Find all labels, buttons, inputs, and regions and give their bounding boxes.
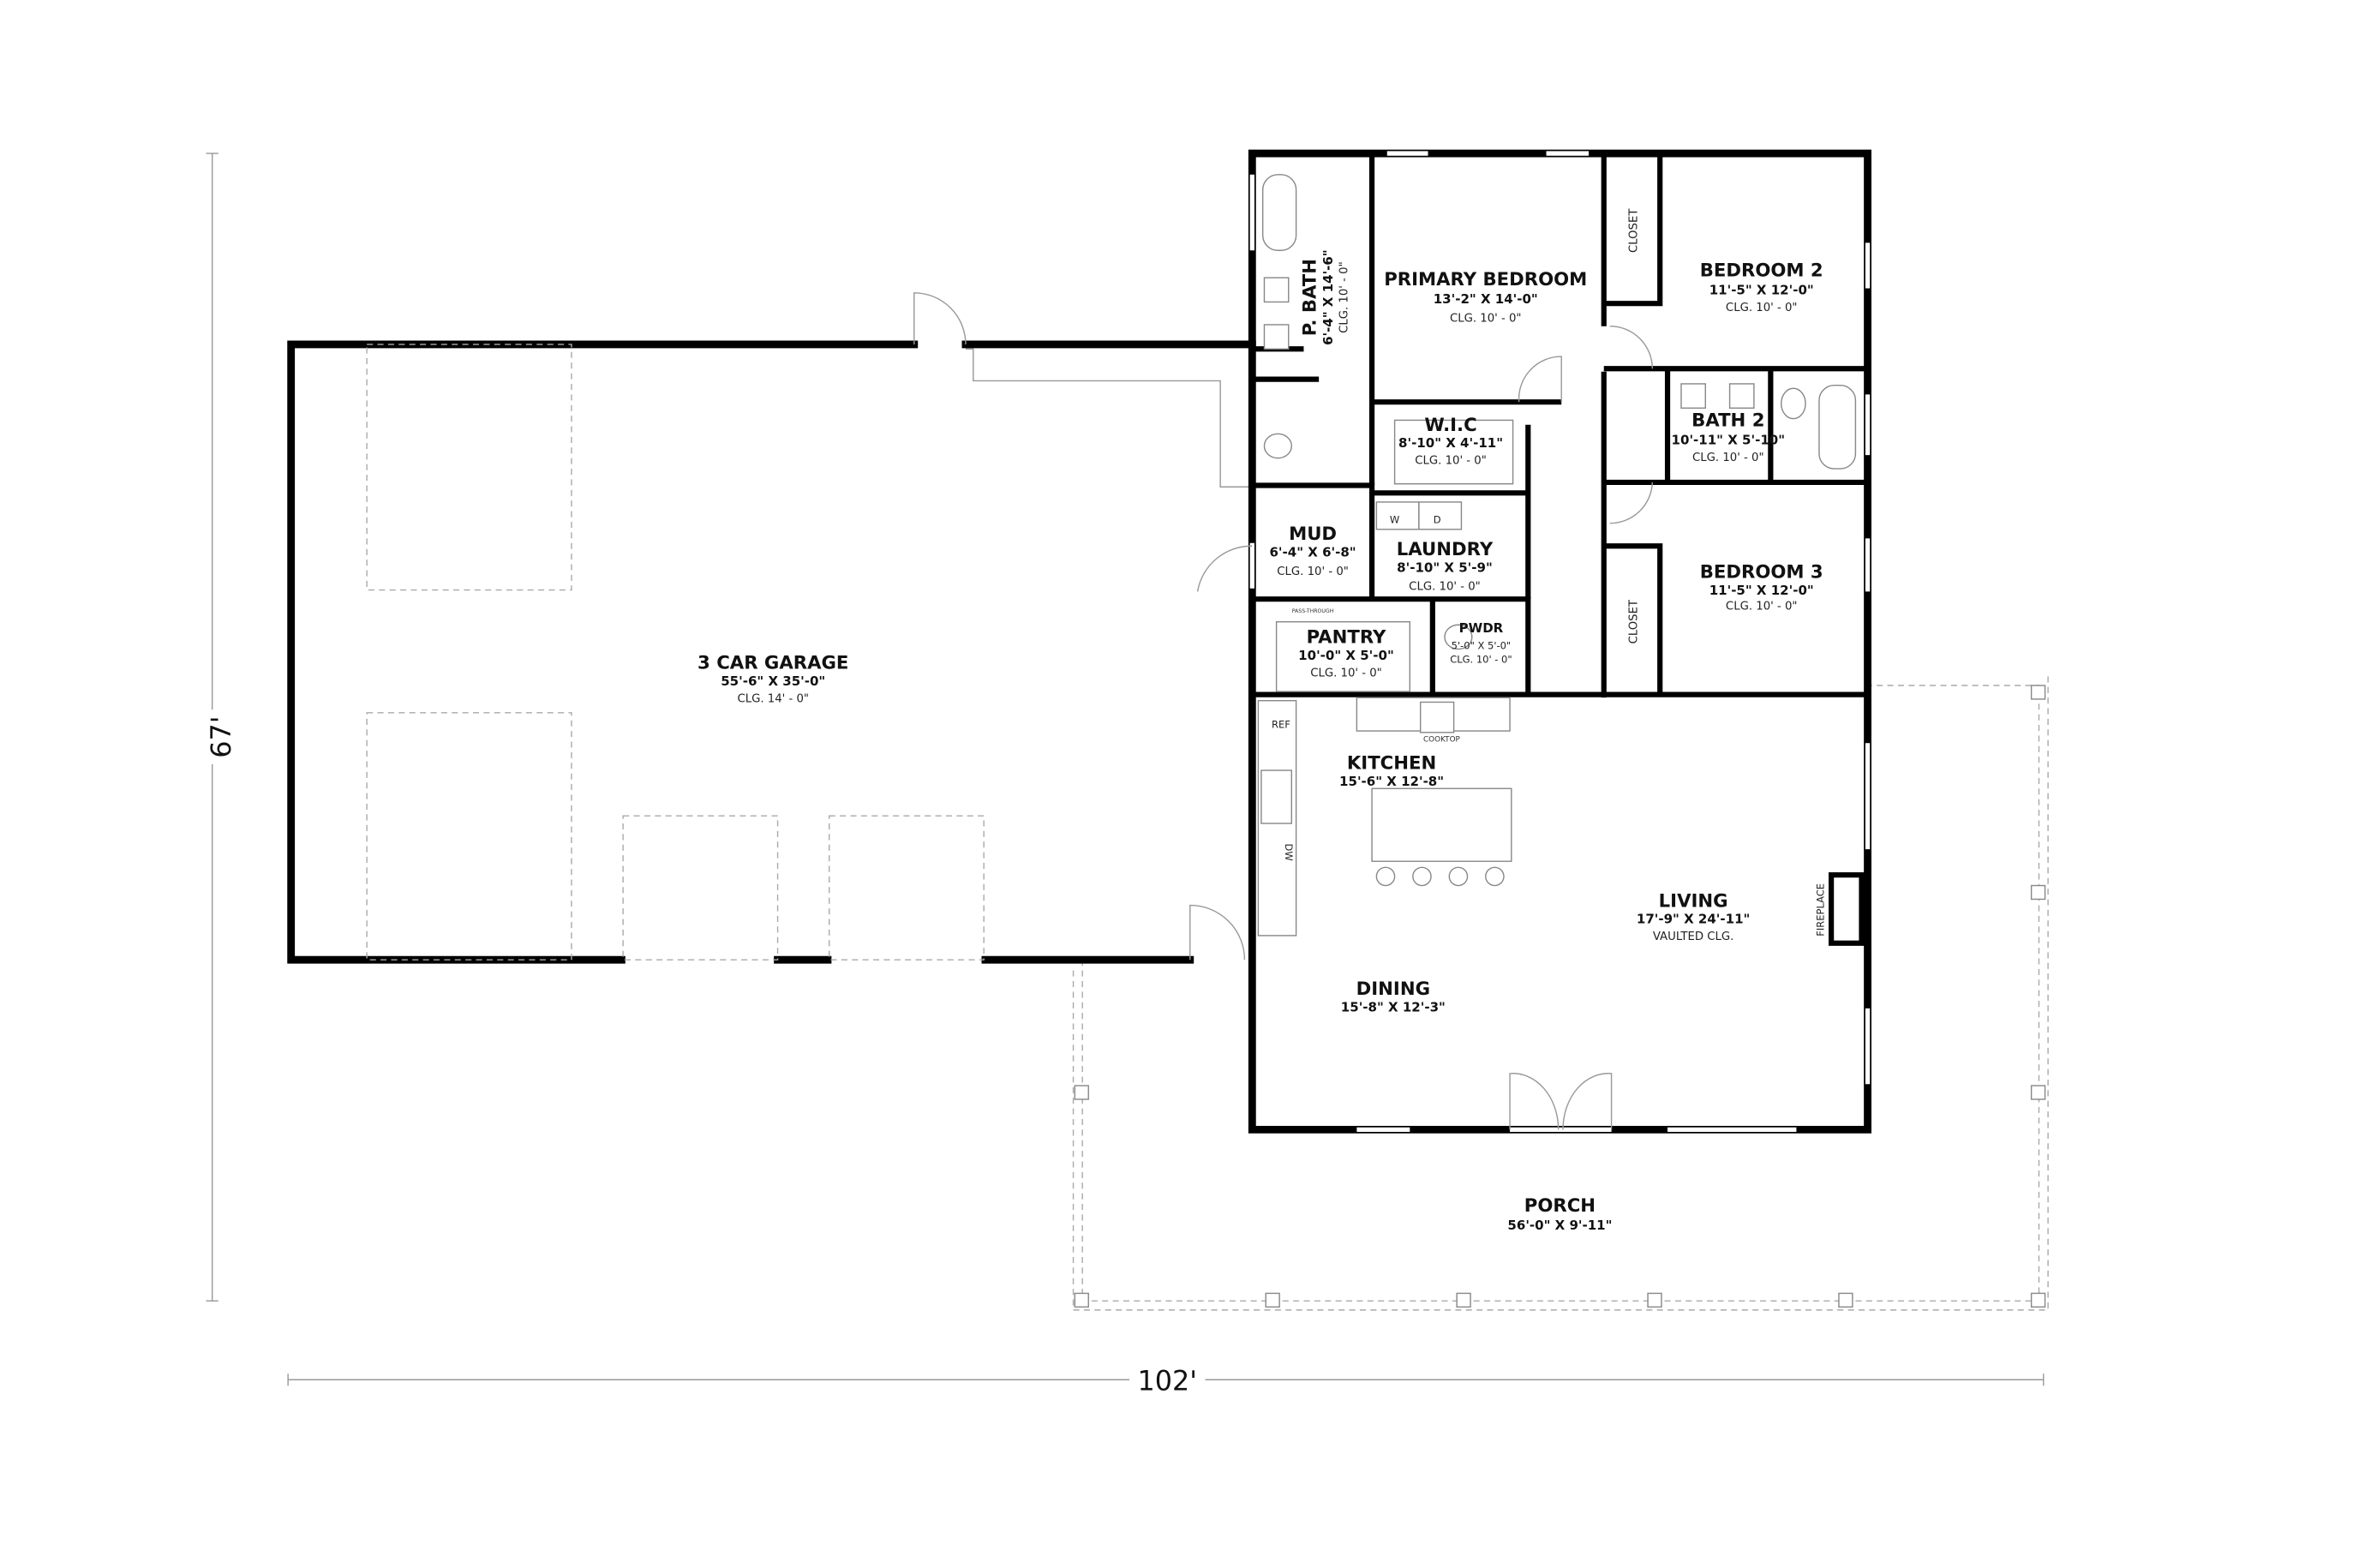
pantry-size: 10'-0" X 5'-0" <box>1298 648 1394 663</box>
closet-label-bedroom3: CLOSET <box>1628 599 1641 643</box>
garage-name: 3 CAR GARAGE <box>698 653 848 674</box>
mud-size: 6'-4" X 6'-8" <box>1269 545 1356 560</box>
porch-name: PORCH <box>1524 1195 1596 1217</box>
p-bath-size: 6'-4" X 14'-6" <box>1320 249 1336 345</box>
dryer-label: D <box>1434 514 1441 526</box>
bedroom3-size: 11'-5" X 12'-0" <box>1709 583 1814 598</box>
pwdr-name: PWDR <box>1459 620 1504 636</box>
wic-name: W.I.C <box>1424 415 1476 436</box>
bedroom2-ceiling: CLG. 10' - 0" <box>1726 302 1798 314</box>
bath2-name: BATH 2 <box>1691 410 1764 431</box>
bedroom2-name: BEDROOM 2 <box>1700 260 1823 281</box>
bedroom3-ceiling: CLG. 10' - 0" <box>1726 601 1798 613</box>
width-dimension: 102' <box>287 1362 2045 1398</box>
cooktop-label: COOKTOP <box>1423 735 1461 744</box>
pwdr-ceiling: CLG. 10' - 0" <box>1450 653 1512 665</box>
kitchen-size: 15'-6" X 12'-8" <box>1339 774 1444 789</box>
bedroom2-size: 11'-5" X 12'-0" <box>1709 283 1814 298</box>
laundry-size: 8'-10" X 5'-9" <box>1397 560 1493 575</box>
dw-label: DW <box>1283 844 1295 861</box>
bath2-size: 10'-11" X 5'-10" <box>1672 433 1785 448</box>
primary-bedroom-name: PRIMARY BEDROOM <box>1384 269 1587 290</box>
garage-size: 55'-6" X 35'-0" <box>721 673 825 689</box>
room-labels: PRIMARY BEDROOM 13'-2" X 14'-0" CLG. 10'… <box>698 208 1826 1233</box>
porch-size: 56'-0" X 9'-11" <box>1507 1218 1612 1233</box>
garage <box>287 292 1256 964</box>
ref-label: REF <box>1272 719 1290 731</box>
p-bath-name: P. BATH <box>1300 259 1321 336</box>
depth-dimension: 67' <box>196 153 237 1302</box>
living-size: 17'-9" X 24'-11" <box>1637 912 1750 927</box>
dining-name: DINING <box>1356 979 1430 1000</box>
primary-bedroom-size: 13'-2" X 14'-0" <box>1434 291 1538 307</box>
primary-bedroom-ceiling: CLG. 10' - 0" <box>1450 312 1522 325</box>
mud-ceiling: CLG. 10' - 0" <box>1277 566 1349 578</box>
pass-through-label: PASS-THROUGH <box>1292 608 1334 614</box>
depth-label: 67' <box>205 716 237 758</box>
fireplace-label: FIREPLACE <box>1814 883 1826 937</box>
bath2-ceiling: CLG. 10' - 0" <box>1692 452 1764 464</box>
width-label: 102' <box>1137 1365 1197 1397</box>
dining-size: 15'-8" X 12'-3" <box>1341 999 1446 1014</box>
pantry-name: PANTRY <box>1307 626 1386 648</box>
laundry-name: LAUNDRY <box>1397 539 1494 560</box>
wic-size: 8'-10" X 4'-11" <box>1398 435 1503 451</box>
living-ceiling: VAULTED CLG. <box>1653 931 1734 943</box>
bedroom3-name: BEDROOM 3 <box>1700 561 1823 583</box>
living-name: LIVING <box>1659 890 1728 912</box>
wic-ceiling: CLG. 10' - 0" <box>1415 455 1487 468</box>
p-bath-ceiling: CLG. 10' - 0" <box>1338 261 1351 333</box>
porch <box>1072 676 2049 1311</box>
kitchen-name: KITCHEN <box>1347 752 1436 774</box>
pwdr-size: 5'-0" X 5'-0" <box>1452 640 1512 652</box>
closet-label-bedroom2: CLOSET <box>1628 208 1641 253</box>
fixtures <box>1196 174 1857 1130</box>
pantry-ceiling: CLG. 10' - 0" <box>1310 667 1382 679</box>
garage-ceiling: CLG. 14' - 0" <box>737 692 809 705</box>
mud-name: MUD <box>1289 524 1337 545</box>
washer-label: W <box>1390 514 1399 526</box>
laundry-ceiling: CLG. 10' - 0" <box>1409 581 1481 594</box>
